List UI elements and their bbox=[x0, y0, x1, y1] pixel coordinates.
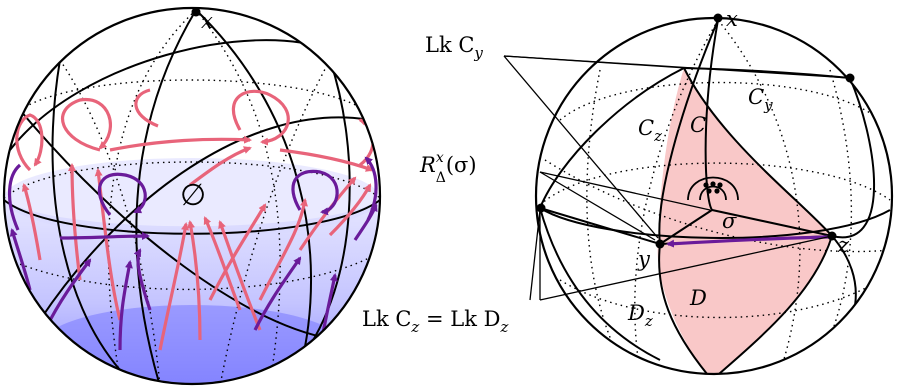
right-label-d: D bbox=[689, 286, 707, 310]
right-label-cy: Cy bbox=[748, 85, 773, 114]
right-point-left-dot bbox=[536, 203, 546, 213]
right-label-dz: Dz bbox=[627, 301, 653, 330]
empty-set-symbol: ∅ bbox=[180, 178, 206, 213]
right-sphere: x y z C D σ Cy Cz Dz Lk Cy RxΔ(σ) Lk Cz … bbox=[362, 7, 894, 376]
left-label-x: x bbox=[201, 9, 213, 33]
right-label-y: y bbox=[637, 247, 651, 271]
right-point-z-dot bbox=[827, 231, 837, 241]
right-label-c: C bbox=[690, 113, 706, 137]
annotation-lk-cy: Lk Cy bbox=[425, 33, 483, 62]
right-label-z: z bbox=[837, 233, 850, 257]
left-sphere-outline bbox=[2, 6, 382, 386]
annotation-lk-cz-eq-lk-dz: Lk Cz = Lk Dz bbox=[362, 307, 508, 336]
right-point-y-dot bbox=[655, 239, 665, 249]
left-sphere: x ∅ bbox=[2, 6, 382, 386]
left-point-x-dot bbox=[191, 7, 201, 17]
purple-arrow-z-to-y bbox=[666, 235, 831, 248]
right-label-sigma: σ bbox=[722, 209, 737, 233]
right-label-cz: Cz bbox=[638, 116, 662, 145]
region-c-d-fill bbox=[657, 68, 832, 374]
right-point-x-dot bbox=[713, 13, 723, 23]
right-label-x: x bbox=[726, 7, 738, 31]
right-point-cy-dot bbox=[845, 73, 855, 83]
